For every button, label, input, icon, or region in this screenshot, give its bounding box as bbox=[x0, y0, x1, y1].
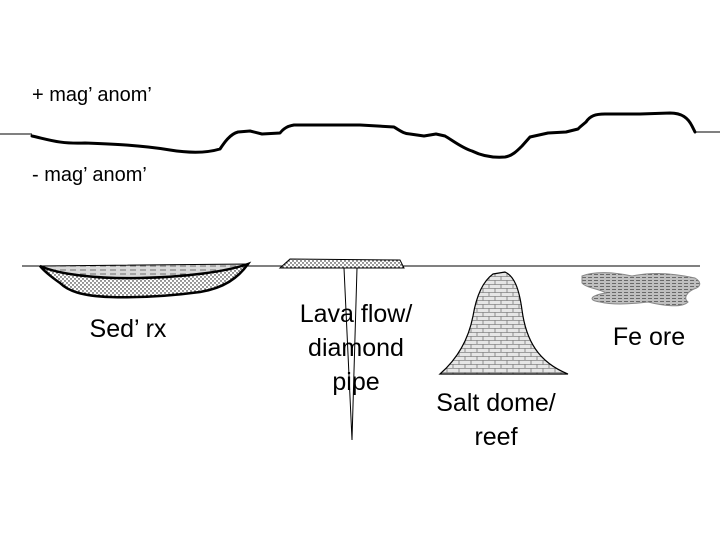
sedimentary-rocks-label: Sed’ rx bbox=[90, 315, 167, 343]
salt-dome-label-line1: Salt dome/ bbox=[436, 389, 556, 417]
sedimentary-basin-lower-layer bbox=[39, 261, 252, 299]
lava-flow-label-line2: diamond bbox=[308, 334, 404, 362]
lava-flow-layer bbox=[278, 258, 405, 269]
positive-anomaly-label: + mag’ anom’ bbox=[32, 84, 152, 106]
iron-ore-label: Fe ore bbox=[613, 323, 685, 351]
negative-anomaly-label: - mag’ anom’ bbox=[32, 164, 147, 186]
diamond-pipe-conduit bbox=[343, 267, 358, 441]
magnetic-profile-curve bbox=[30, 111, 697, 159]
iron-ore-body bbox=[581, 272, 701, 307]
salt-dome-label-line2: reef bbox=[474, 423, 517, 451]
lava-flow-label-line1: Lava flow/ bbox=[300, 300, 413, 328]
salt-dome-body bbox=[438, 271, 569, 375]
lava-flow-label-line3: pipe bbox=[332, 368, 379, 396]
